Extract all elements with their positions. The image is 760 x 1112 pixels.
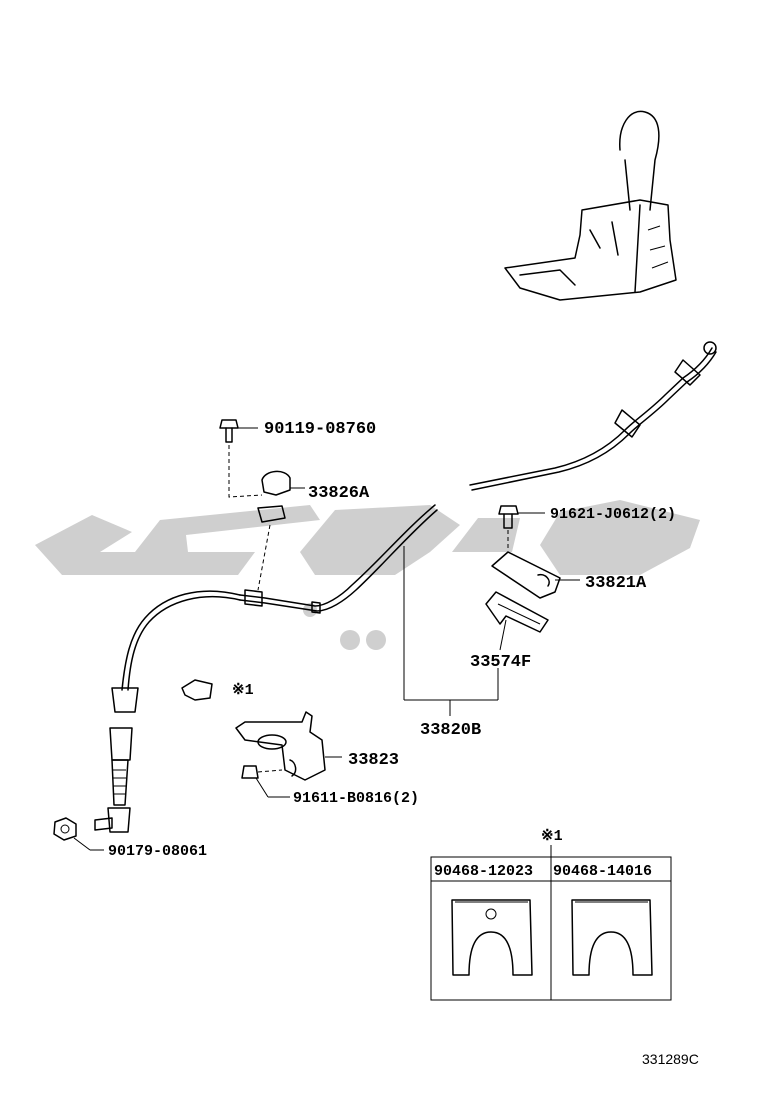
- label-33826A: 33826A: [308, 484, 370, 503]
- label-90179-08061: 90179-08061: [108, 843, 207, 860]
- watermark-logo: [35, 500, 700, 650]
- inset-table: ※1 90468-12023 90468-14016: [430, 828, 672, 1001]
- bolt-91621: [498, 505, 545, 529]
- bolt-90119-08760: [219, 419, 258, 443]
- bolt-91611: [241, 765, 290, 798]
- label-91611-B0816: 91611-B0816(2): [293, 790, 419, 807]
- clip-33574F: [485, 591, 549, 651]
- leader-dash-clamp: [257, 524, 271, 591]
- inset-col2-header: 90468-14016: [553, 863, 652, 880]
- cable-assy-leader: [403, 546, 499, 716]
- small-clip-note1: [181, 679, 213, 701]
- washer-90468-14016: [571, 899, 653, 976]
- label-90119-08760: 90119-08760: [264, 420, 376, 439]
- label-33823: 33823: [348, 751, 399, 770]
- inset-marker: ※1: [541, 828, 563, 845]
- diagram-code: 331289C: [642, 1051, 699, 1067]
- shift-cable: [94, 341, 717, 833]
- note-marker: ※1: [232, 682, 254, 699]
- bracket-33823: [235, 711, 342, 781]
- label-91621-J0612: 91621-J0612(2): [550, 506, 676, 523]
- inset-col1-header: 90468-12023: [434, 863, 533, 880]
- label-33821A: 33821A: [585, 574, 647, 593]
- washer-90468-12023: [451, 899, 533, 976]
- label-33820B: 33820B: [420, 721, 481, 740]
- label-33574F: 33574F: [470, 653, 531, 672]
- end-nut-90179: [53, 817, 104, 851]
- leader-dash-top: [228, 445, 263, 498]
- retainer-33821A: [491, 551, 580, 599]
- clamp-33826A: [257, 470, 305, 523]
- shifter-assembly-illustration: [504, 110, 677, 301]
